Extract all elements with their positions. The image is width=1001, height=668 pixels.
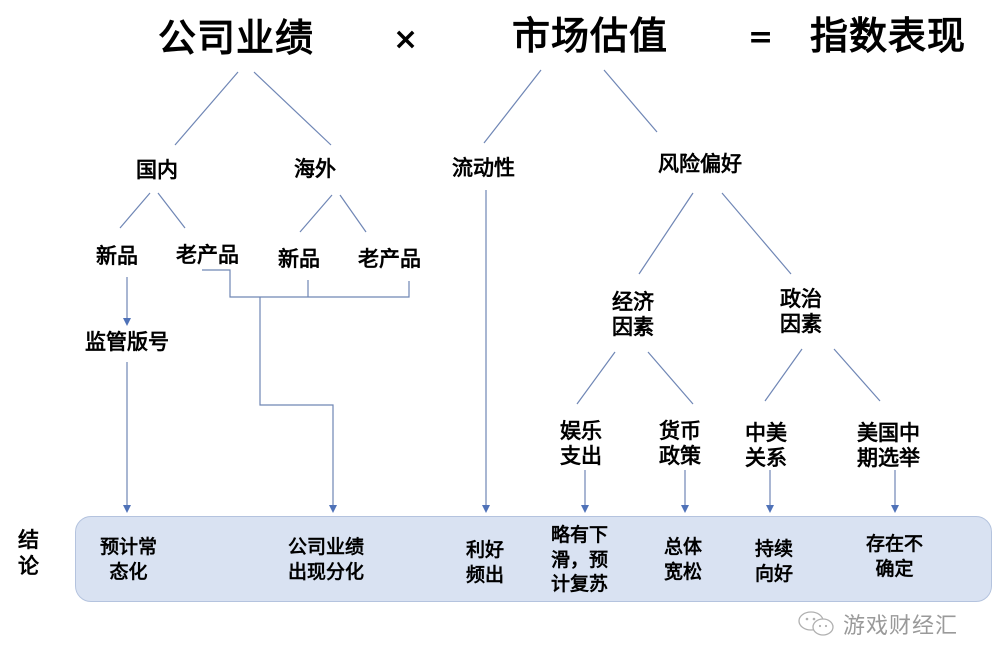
company-performance-title: 公司业绩 <box>158 16 315 60</box>
conclusion-label: 结 论 <box>18 528 39 579</box>
edge-economic-monetary <box>647 351 694 405</box>
edge-economic-entertainment <box>576 351 616 405</box>
conclusion-regulation: 预计常 态化 <box>100 536 158 583</box>
watermark: 游戏财经汇 <box>797 608 958 644</box>
edge-political-sinous <box>764 348 803 402</box>
conclusion-monetary: 总体 宽松 <box>664 536 703 583</box>
edge-overseas-old <box>339 194 367 233</box>
multiply-sign: × <box>393 22 419 57</box>
edge-old-products-bracket <box>202 269 410 298</box>
node-economic-factors: 经济 因素 <box>612 290 654 340</box>
edge-domestic-old <box>157 192 186 229</box>
node-regulation: 监管版号 <box>85 330 169 354</box>
edge-valuation-risk <box>603 69 658 133</box>
arrowhead <box>681 505 689 513</box>
conclusion-box <box>75 516 992 602</box>
market-valuation-title: 市场估值 <box>512 14 669 58</box>
node-overseas-old: 老产品 <box>358 247 421 271</box>
edge-company-domestic <box>174 71 239 146</box>
edge-bracket-to-conclusion <box>259 297 334 505</box>
arrowhead <box>766 505 774 513</box>
conclusion-company-divergence: 公司业绩 出现分化 <box>288 536 365 583</box>
arrowhead <box>123 505 131 513</box>
arrowhead <box>581 505 589 513</box>
node-monetary-policy: 货币 政策 <box>659 419 701 469</box>
wechat-icon <box>797 610 837 644</box>
arrowhead <box>329 505 337 513</box>
edge-valuation-liquidity <box>483 69 542 144</box>
edge-overseas-new <box>299 194 333 233</box>
node-political-factors: 政治 因素 <box>780 287 822 337</box>
arrowhead <box>123 318 131 326</box>
conclusion-liquidity: 利好 频出 <box>466 539 505 586</box>
node-risk-appetite: 风险偏好 <box>658 152 742 176</box>
node-domestic-new: 新品 <box>96 244 138 268</box>
node-us-midterm-election: 美国中 期选举 <box>857 421 920 471</box>
node-liquidity: 流动性 <box>452 156 515 180</box>
edge-risk-political <box>721 192 792 275</box>
conclusion-entertainment: 略有下 滑，预 计复苏 <box>551 524 609 596</box>
node-domestic: 国内 <box>136 158 178 182</box>
edge-risk-economic <box>638 192 694 275</box>
node-sino-us-relations: 中美 关系 <box>745 421 787 471</box>
node-overseas: 海外 <box>294 157 336 181</box>
arrowhead <box>482 505 490 513</box>
arrowhead <box>891 505 899 513</box>
conclusion-sino-us: 持续 向好 <box>755 538 794 585</box>
edge-domestic-new <box>119 192 151 229</box>
watermark-text: 游戏财经汇 <box>843 614 959 639</box>
edge-company-overseas <box>253 71 332 146</box>
node-entertainment-spending: 娱乐 支出 <box>560 419 602 469</box>
node-domestic-old: 老产品 <box>176 243 239 267</box>
edge-political-midterm <box>833 348 881 402</box>
conclusion-midterm: 存在不 确定 <box>866 533 924 580</box>
index-performance-title: 指数表现 <box>810 14 967 58</box>
node-overseas-new: 新品 <box>278 247 320 271</box>
equals-sign: = <box>748 20 774 55</box>
